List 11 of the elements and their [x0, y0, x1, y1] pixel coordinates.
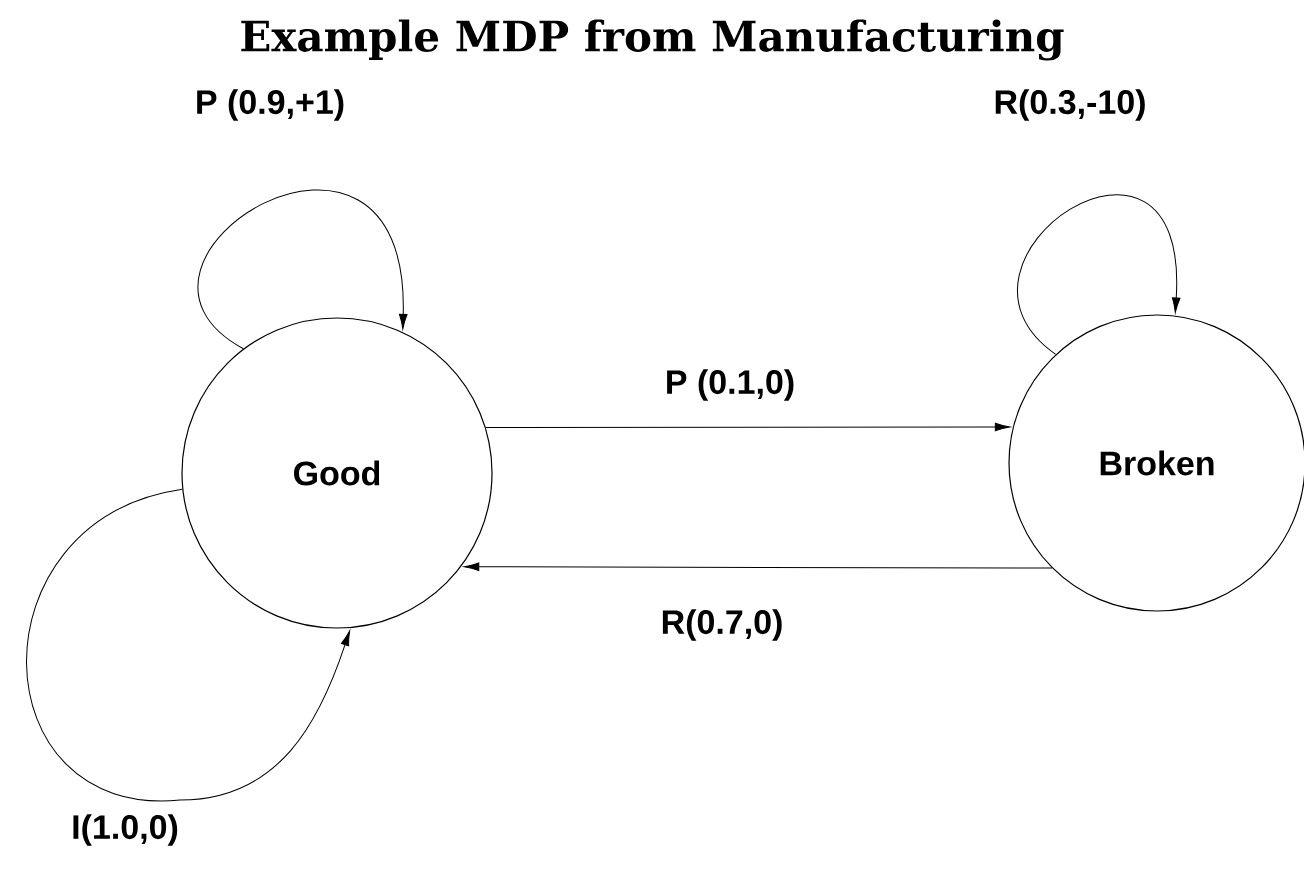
edge-label: P (0.9,+1)	[192, 87, 348, 123]
arrow	[463, 562, 1053, 571]
edge-label: I(1.0,0)	[69, 812, 181, 848]
arrow	[26, 488, 351, 801]
edge-label: P (0.1,0)	[662, 367, 798, 403]
arrow	[485, 422, 1011, 432]
edge-label: R(0.7,0)	[658, 607, 786, 643]
arrow	[198, 190, 408, 350]
edge-label: R(0.3,-10)	[991, 87, 1149, 123]
arrow	[1017, 194, 1181, 355]
title: Example MDP from Manufacturing	[241, 19, 1064, 61]
